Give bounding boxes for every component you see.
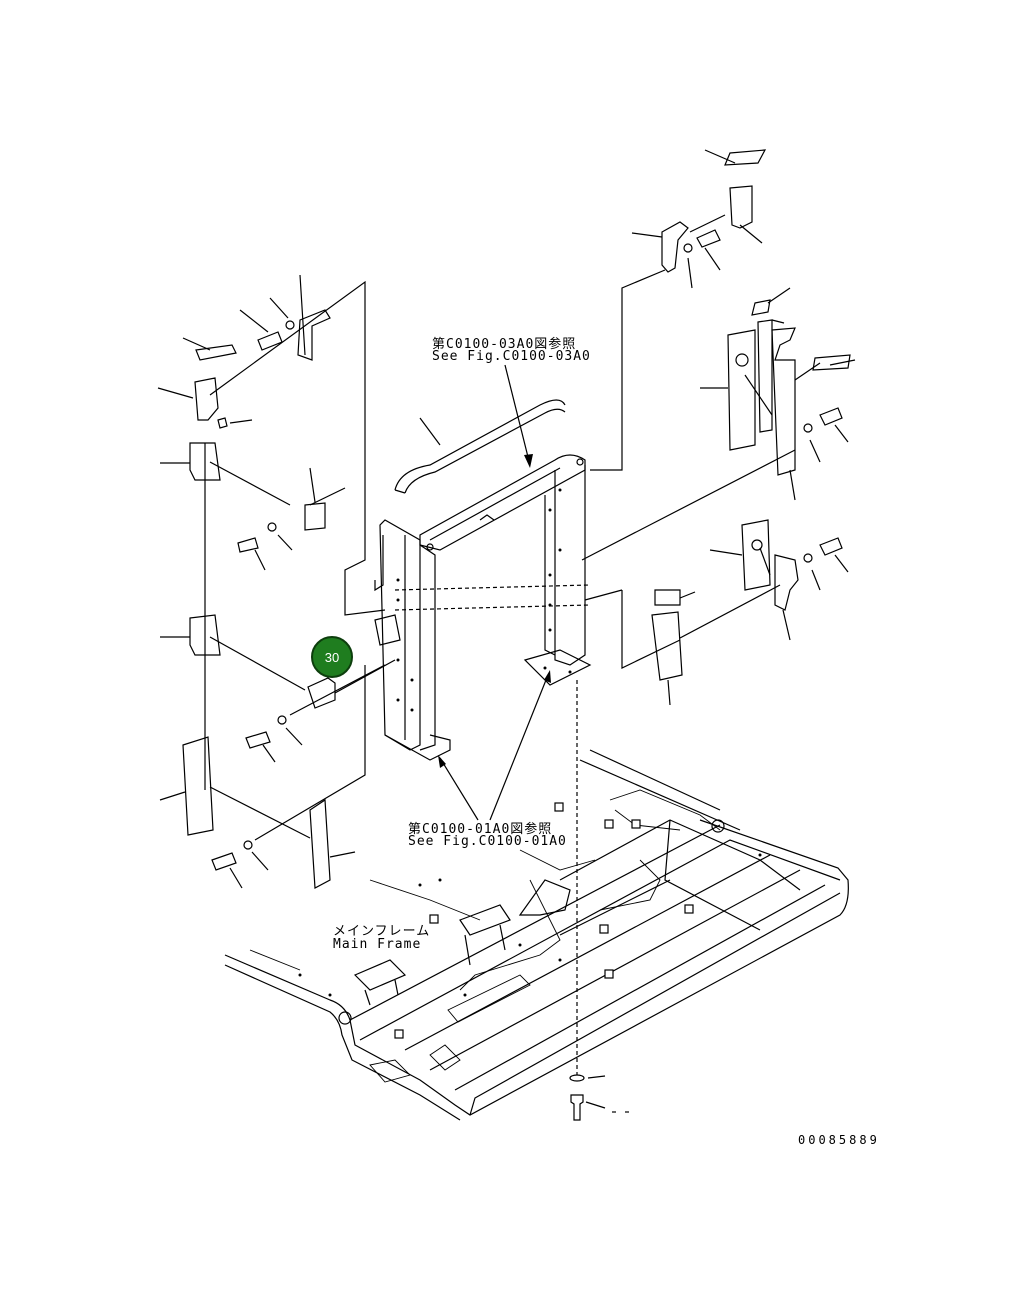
main-frame-en: Main Frame [333, 937, 422, 952]
main-frame-jp: メインフレーム [333, 924, 431, 939]
see-fig-top-jp: 第C0100-03A0図参照 [432, 337, 577, 352]
drawing-number: 00085889 [798, 1133, 880, 1147]
callout-badge-30[interactable]: 30 [311, 636, 353, 678]
main-frame [224, 749, 849, 1121]
see-fig-top-en: See Fig.C0100-03A0 [432, 349, 591, 364]
rops-frame [374, 454, 592, 761]
reference-arrows [438, 364, 551, 821]
see-fig-bottom-jp: 第C0100-01A0図参照 [408, 822, 553, 837]
bottom-bolt [569, 1074, 629, 1121]
left-parts [157, 274, 396, 889]
right-parts [581, 149, 856, 706]
tube-guard [394, 399, 566, 494]
see-fig-bottom-en: See Fig.C0100-01A0 [408, 834, 567, 849]
